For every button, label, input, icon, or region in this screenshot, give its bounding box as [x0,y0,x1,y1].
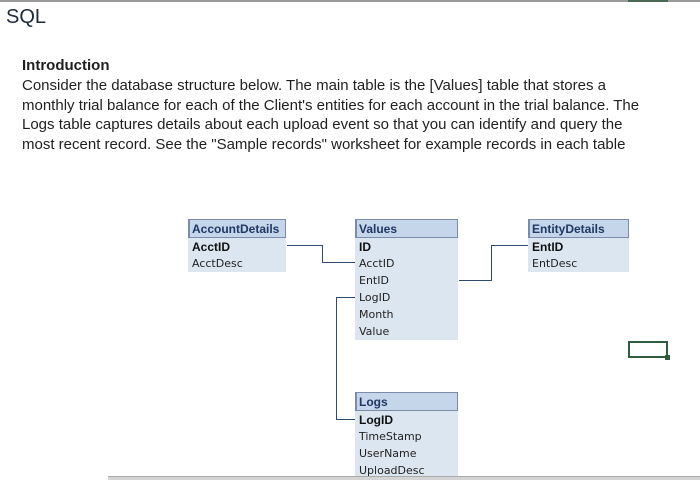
field: AcctDesc [192,257,243,270]
field: TimeStamp [359,430,422,443]
field: AcctID [359,257,395,270]
table-header: Values [355,219,458,238]
table-account-details: AccountDetails AcctID AcctDesc [188,219,286,272]
column-marker [628,0,668,2]
field-primary-key: ID [359,240,371,254]
intro-heading: Introduction [22,57,110,74]
field: Month [359,308,394,321]
top-border [0,0,700,2]
field-primary-key: LogID [359,413,393,427]
field: UserName [359,447,417,460]
field: EntID [359,274,389,287]
field-primary-key: EntID [532,240,564,254]
table-header: EntityDetails [528,219,629,238]
intro-body: Consider the database structure below. T… [22,77,640,153]
fill-handle[interactable] [665,355,670,360]
table-entity-details: EntityDetails EntID EntDesc [528,219,629,272]
selected-cell[interactable] [628,341,670,360]
table-values: Values ID AcctID EntID LogID Month Value [355,219,458,340]
table-header: Logs [355,392,458,411]
field: Value [359,325,390,338]
table-header: AccountDetails [188,219,286,238]
horizontal-scrollbar[interactable] [108,476,700,480]
field: UploadDesc [359,464,425,477]
table-logs: Logs LogID TimeStamp UserName UploadDesc [355,392,458,480]
field-primary-key: AcctID [192,240,231,254]
field: LogID [359,291,391,304]
sheet-title: SQL [6,6,47,28]
field: EntDesc [532,257,578,270]
